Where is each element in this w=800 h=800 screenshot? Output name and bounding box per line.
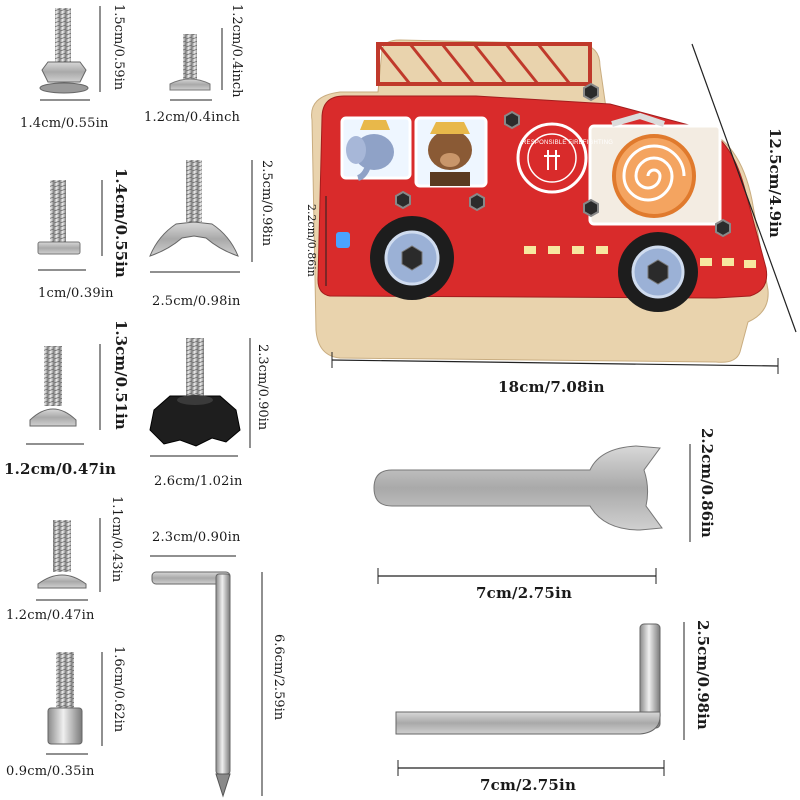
bolt-8-height-label: 1.6cm/0.62in xyxy=(111,646,126,733)
bolt-5-width-label: 1.2cm/0.47in xyxy=(4,460,117,478)
bolt-7-width-label: 1.2cm/0.47in xyxy=(6,608,95,623)
hex-key-width-label: 7cm/2.75in xyxy=(480,776,577,794)
fire-truck-board xyxy=(311,39,769,363)
bolt-5-height-label: 1.3cm/0.51in xyxy=(112,320,130,430)
screwdriver-width-label: 2.3cm/0.90in xyxy=(152,530,241,545)
board-width-label: 18cm/7.08in xyxy=(498,378,605,396)
knob-bolt xyxy=(149,338,241,447)
wrench-width-label: 7cm/2.75in xyxy=(476,584,573,602)
bolt-4-height-label: 2.5cm/0.98in xyxy=(259,160,274,247)
bolt-3-height-label: 1.4cm/0.55in xyxy=(112,168,130,278)
bolt-1-width-label: 1.4cm/0.55in xyxy=(20,116,109,131)
bolt-8-width-label: 0.9cm/0.35in xyxy=(6,764,95,779)
hex-key-height-label: 2.5cm/0.98in xyxy=(694,620,712,730)
t-bolt xyxy=(37,180,81,255)
pan-head-bolt xyxy=(29,346,77,427)
hex-flange-bolt xyxy=(39,8,89,94)
round-head-bolt xyxy=(37,520,87,589)
barrel-nut-bolt xyxy=(47,652,83,745)
wrench-height-label: 2.2cm/0.86in xyxy=(698,428,716,538)
bolt-2-height-label: 1.2cm/0.4inch xyxy=(229,4,244,98)
hex-key xyxy=(395,623,661,735)
bolt-2-width-label: 1.2cm/0.4inch xyxy=(144,110,241,125)
bolt-6-height-label: 2.3cm/0.90in xyxy=(255,344,270,431)
bolt-1-height-label: 1.5cm/0.59in xyxy=(111,4,126,91)
board-height-label: 12.5cm/4.9in xyxy=(766,128,784,238)
wrench xyxy=(373,445,663,531)
bolt-4-width-label: 2.5cm/0.98in xyxy=(152,294,241,309)
board-thickness-label: 2.2cm/0.86in xyxy=(305,204,318,277)
l-screwdriver xyxy=(151,571,231,798)
wing-bolt xyxy=(149,160,239,257)
flat-head-bolt-small xyxy=(169,34,211,91)
bolt-3-width-label: 1cm/0.39in xyxy=(38,286,114,301)
screwdriver-height-label: 6.6cm/2.59in xyxy=(271,634,286,721)
board-badge-text: RESPONSIBLE FIREFIGHTING xyxy=(522,140,614,146)
bolt-6-width-label: 2.6cm/1.02in xyxy=(154,474,243,489)
dimension-lines xyxy=(26,6,797,796)
bolt-7-height-label: 1.1cm/0.43in xyxy=(109,496,124,583)
